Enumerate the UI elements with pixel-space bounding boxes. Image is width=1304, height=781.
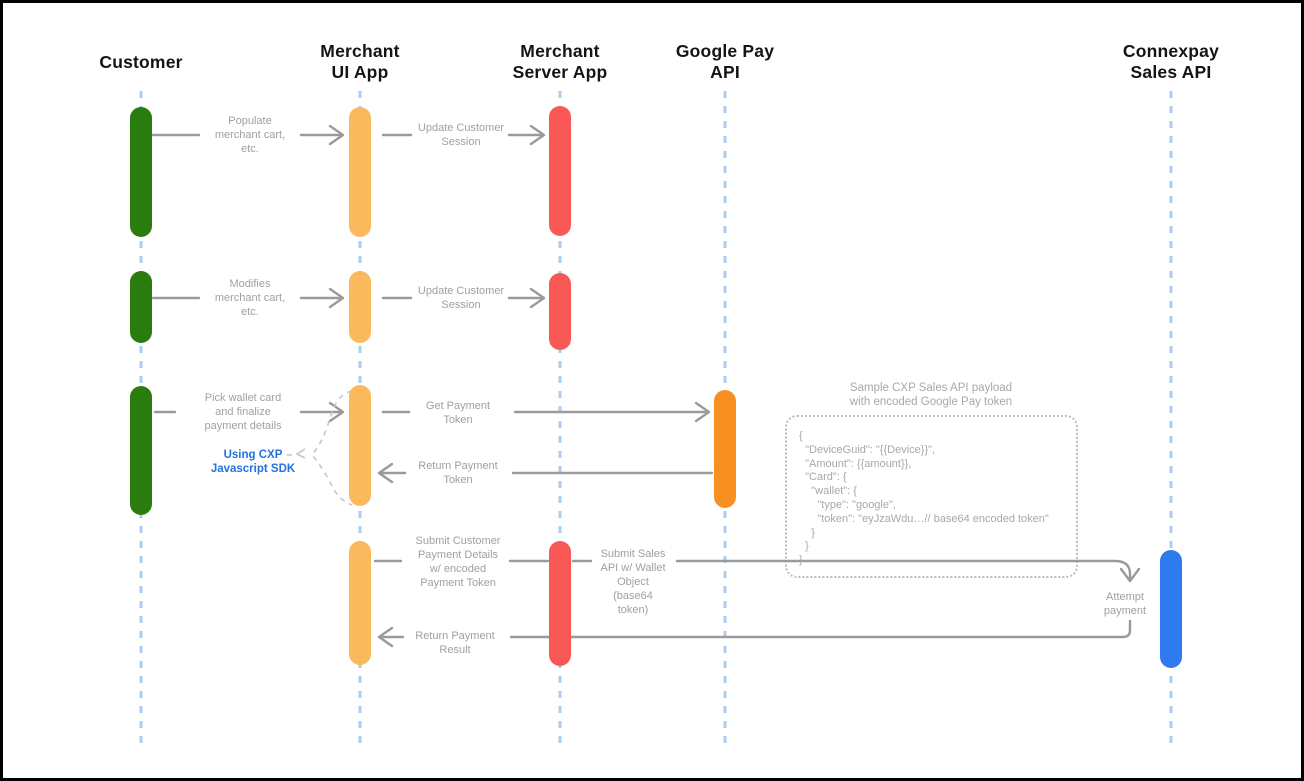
- label-attempt-payment: Attempt payment: [1103, 591, 1147, 617]
- actor-google-pay-api: Google Pay API: [675, 41, 775, 82]
- payload-note-title: Sample CXP Sales API payload with encode…: [849, 382, 1013, 408]
- arrow-return-payment-token: [377, 462, 714, 484]
- label-submit-sales-api: Submit Sales API w/ Wallet Object (base6…: [600, 548, 666, 616]
- arrows-layer: [151, 124, 1141, 648]
- activation-merchant-ui-3: [349, 385, 371, 506]
- label-return-payment-token: Return Payment Token: [418, 460, 498, 486]
- activation-merchant-server-3: [549, 541, 571, 666]
- sdk-pointer-chevron: [295, 448, 306, 459]
- payload-note-code: { "DeviceGuid": "{{Device}}", "Amount": …: [799, 430, 1049, 567]
- arrow-get-payment-token: [381, 401, 711, 423]
- label-submit-customer-details: Submit Customer Payment Details w/ encod…: [415, 535, 501, 589]
- activation-merchant-server-1: [549, 106, 571, 236]
- arrow-update-session-2: [381, 287, 546, 309]
- label-using-cxp-sdk: Using CXP Javascript SDK: [210, 449, 296, 475]
- activation-customer-3: [130, 386, 152, 515]
- label-get-payment-token: Get Payment Token: [425, 400, 491, 426]
- activation-merchant-ui-4: [349, 541, 371, 665]
- activation-merchant-server-2: [549, 273, 571, 350]
- label-update-session-2: Update Customer Session: [417, 285, 505, 311]
- label-update-session-1: Update Customer Session: [417, 122, 505, 148]
- label-populate-cart: Populate merchant cart, etc.: [214, 115, 286, 155]
- activation-merchant-ui-2: [349, 271, 371, 343]
- activation-customer-2: [130, 271, 152, 343]
- activation-google-pay: [714, 390, 736, 508]
- payload-note-box: [785, 415, 1078, 578]
- activation-customer-1: [130, 107, 152, 237]
- arrow-populate-cart: [151, 124, 345, 146]
- label-modifies-cart: Modifies merchant cart, etc.: [214, 278, 286, 318]
- actor-merchant-ui-app: Merchant UI App: [320, 41, 400, 82]
- actor-customer: Customer: [99, 52, 183, 72]
- actor-connexpay-sales-api: Connexpay Sales API: [1122, 41, 1220, 82]
- label-pick-wallet: Pick wallet card and finalize payment de…: [204, 392, 282, 432]
- sdk-brace: [310, 390, 353, 506]
- arrow-submit-sales-api: [571, 559, 1141, 583]
- actor-merchant-server-app: Merchant Server App: [512, 41, 608, 82]
- arrow-update-session-1: [381, 124, 546, 146]
- arrow-return-payment-result: [377, 626, 405, 648]
- activation-merchant-ui-1: [349, 107, 371, 237]
- arrow-modifies-cart: [151, 287, 345, 309]
- arrow-attempt-payment-return: [509, 619, 1132, 639]
- label-return-payment-result: Return Payment Result: [415, 630, 495, 656]
- activation-connexpay: [1160, 550, 1182, 668]
